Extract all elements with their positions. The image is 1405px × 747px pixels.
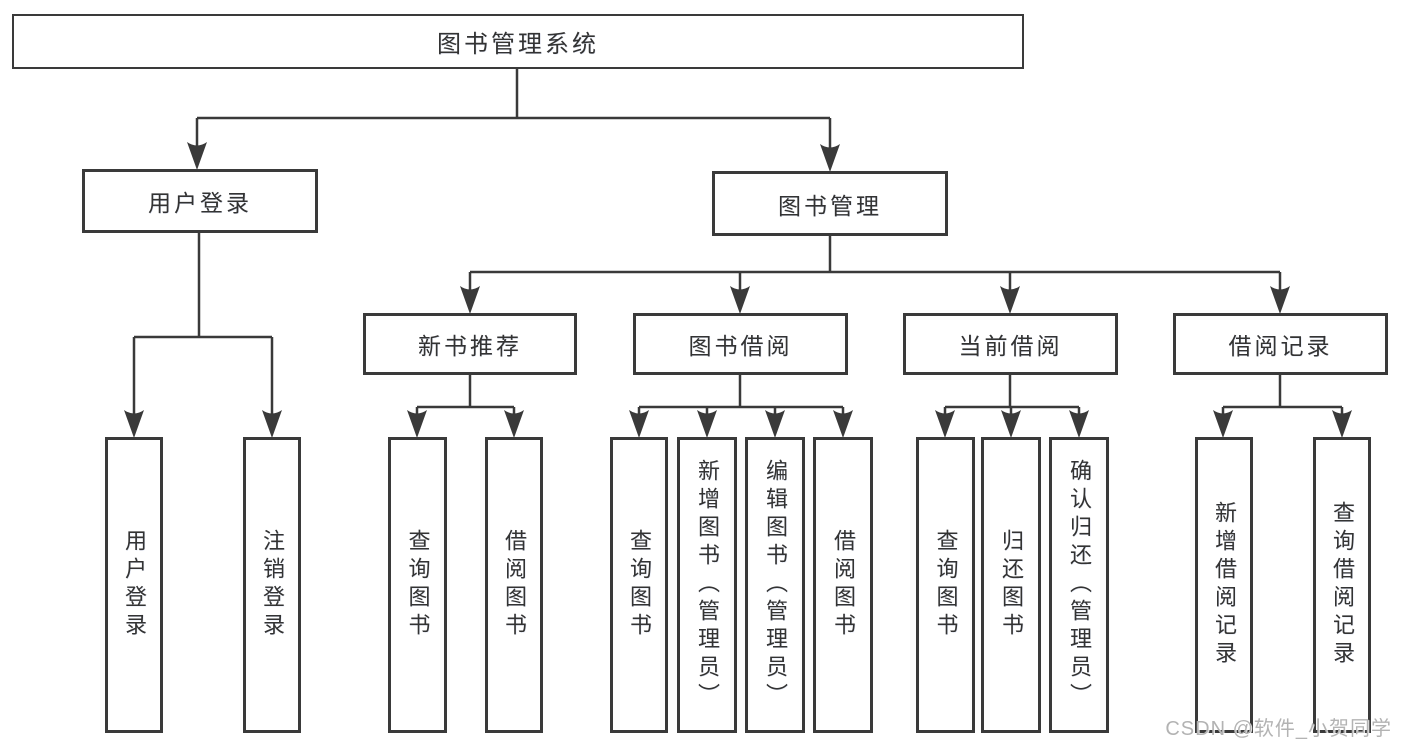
leaf-current-query-book: 查询图书	[916, 437, 975, 733]
node-book-borrowing-label: 图书借阅	[688, 333, 793, 359]
node-new-book-recommend-label: 新书推荐	[418, 333, 522, 359]
node-current-borrowing-label: 当前借阅	[958, 333, 1063, 359]
node-current-borrowing: 当前借阅	[903, 313, 1118, 375]
watermark: CSDN @软件_小贺同学	[1165, 718, 1392, 740]
leaf-recommend-query-book: 查询图书	[388, 437, 447, 733]
leaf-records-query-record-label: 查询借阅记录	[1330, 501, 1355, 669]
node-new-book-recommend: 新书推荐	[363, 313, 577, 375]
node-book-management-branch: 图书管理	[712, 171, 948, 236]
leaf-current-confirm-return: 确认归还（管理员）	[1049, 437, 1109, 733]
leaf-records-add-record-label: 新增借阅记录	[1212, 501, 1237, 669]
leaf-user-login-label: 用户登录	[122, 529, 147, 641]
leaf-user-login: 用户登录	[105, 437, 163, 733]
node-root-system: 图书管理系统	[12, 14, 1024, 69]
leaf-borrowing-query-book-label: 查询图书	[627, 529, 652, 641]
leaf-logout: 注销登录	[243, 437, 301, 733]
node-borrow-records-label: 借阅记录	[1228, 333, 1333, 359]
leaf-borrowing-edit-book-label: 编辑图书（管理员）	[763, 459, 788, 711]
leaf-borrowing-add-book-label: 新增图书（管理员）	[695, 459, 720, 711]
node-borrow-records: 借阅记录	[1173, 313, 1388, 375]
node-book-management-branch-label: 图书管理	[778, 192, 882, 219]
node-user-login-branch: 用户登录	[82, 169, 318, 233]
leaf-current-confirm-return-label: 确认归还（管理员）	[1067, 459, 1092, 711]
leaf-borrowing-edit-book: 编辑图书（管理员）	[745, 437, 805, 733]
leaf-current-return-book-label: 归还图书	[999, 529, 1024, 641]
connector-lines	[132, 68, 1344, 414]
leaf-recommend-borrow-book-label: 借阅图书	[502, 529, 527, 641]
leaf-borrowing-borrow-book: 借阅图书	[813, 437, 873, 733]
leaf-records-add-record: 新增借阅记录	[1195, 437, 1253, 733]
leaf-borrowing-query-book: 查询图书	[610, 437, 668, 733]
node-book-borrowing: 图书借阅	[633, 313, 848, 375]
leaf-recommend-borrow-book: 借阅图书	[485, 437, 543, 733]
leaf-records-query-record: 查询借阅记录	[1313, 437, 1371, 733]
leaf-borrowing-add-book: 新增图书（管理员）	[677, 437, 737, 733]
leaf-current-query-book-label: 查询图书	[933, 529, 959, 641]
node-root-label: 图书管理系统	[437, 31, 599, 58]
leaf-borrowing-borrow-book-label: 借阅图书	[831, 529, 856, 641]
leaf-recommend-query-book-label: 查询图书	[405, 529, 431, 641]
leaf-current-return-book: 归还图书	[981, 437, 1041, 733]
arrowhead-icons	[124, 142, 1352, 438]
node-user-login-branch-label: 用户登录	[148, 190, 252, 216]
leaf-logout-label: 注销登录	[260, 529, 285, 641]
